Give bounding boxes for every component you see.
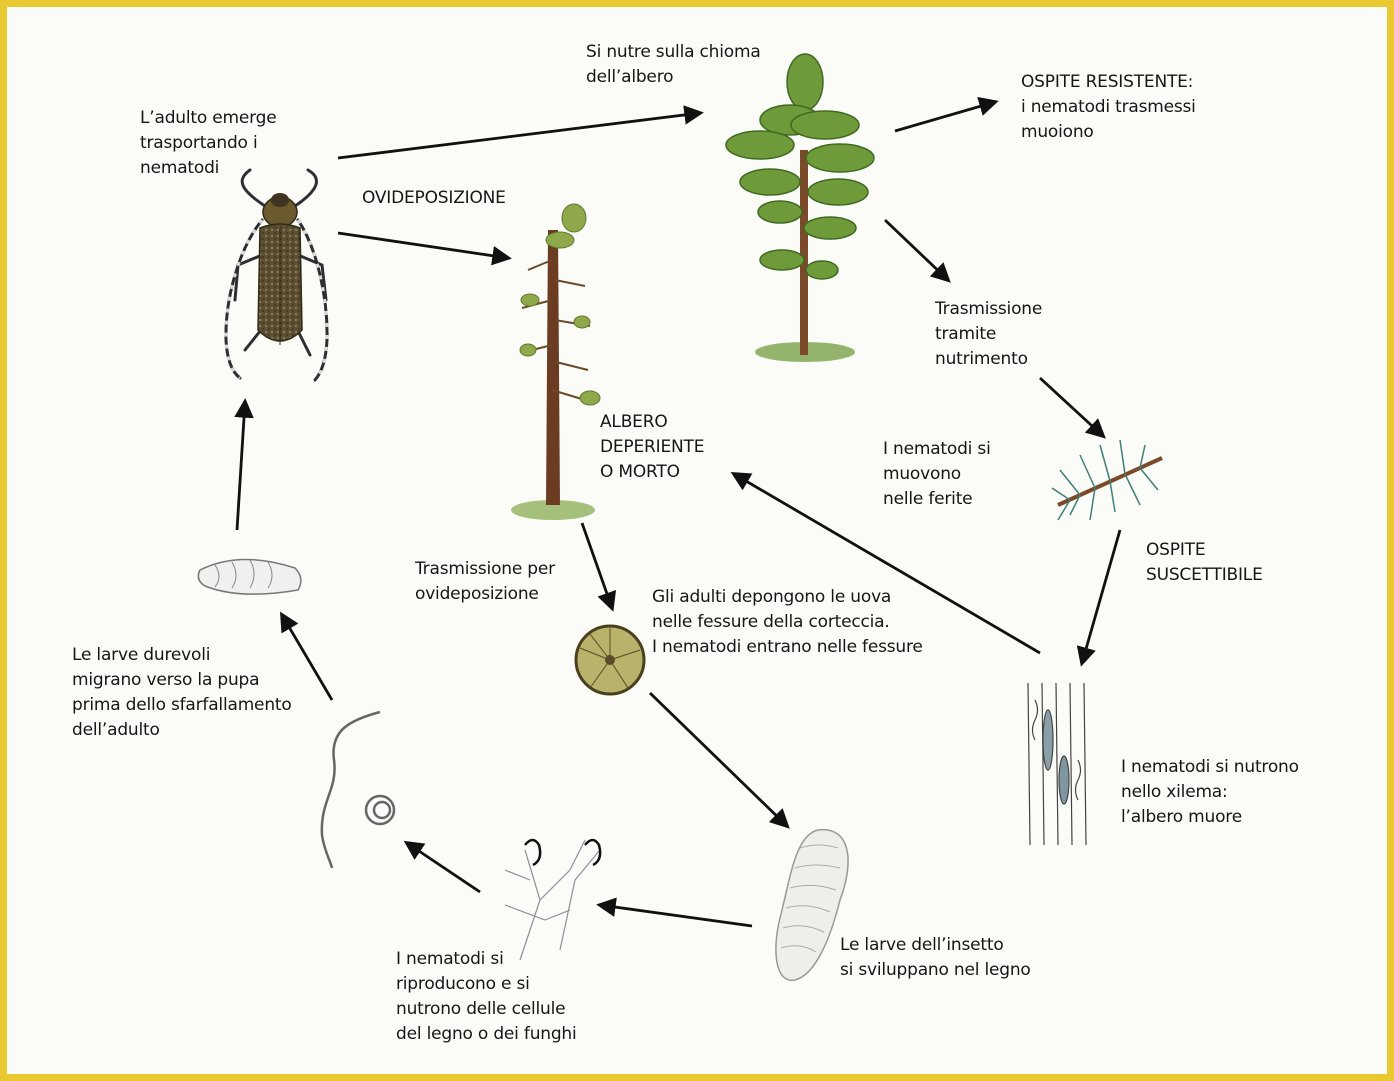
label-insect-larvae: Le larve dell’insetto si sviluppano nel … xyxy=(840,933,1031,983)
pine-tree-icon xyxy=(726,54,874,362)
label-nematodes-reproduce: I nematodi si riproducono e si nutrono d… xyxy=(396,947,577,1047)
label-resistant-host-desc: i nematodi trasmessi muoiono xyxy=(1021,95,1196,145)
arrow-disc-to-larva xyxy=(650,693,787,826)
arrow-beetle-to-tree xyxy=(338,113,700,158)
arrow-twig-to-xylem xyxy=(1082,530,1120,663)
label-susceptible-host: OSPITE SUSCETTIBILE xyxy=(1146,538,1263,588)
label-nematodes-wounds: I nematodi si muovono nelle ferite xyxy=(883,437,991,512)
wood-disc-icon xyxy=(576,626,644,694)
label-feeding-transmission: Trasmissione tramite nutrimento xyxy=(935,297,1042,372)
label-larvae-migrate: Le larve durevoli migrano verso la pupa … xyxy=(72,643,292,743)
arrow-feeding-to-twig xyxy=(1040,378,1103,436)
label-adults-lay-eggs: Gli adulti depongono le uova nelle fessu… xyxy=(652,585,923,660)
coiled-nematode-icon xyxy=(322,712,394,868)
pupa-icon xyxy=(198,559,301,594)
arrow-beetle-to-dying-tree xyxy=(338,233,508,258)
arrow-dying-tree-to-disc xyxy=(582,523,612,608)
label-oviposition: OVIDEPOSIZIONE xyxy=(362,186,506,211)
arrow-tree-to-feeding xyxy=(885,220,948,280)
nematode-fungi-icon xyxy=(505,840,600,960)
label-feeds-crown: Si nutre sulla chioma dell’albero xyxy=(586,40,761,90)
beetle-icon xyxy=(226,170,327,380)
label-oviposition-transmission: Trasmissione per ovideposizione xyxy=(415,557,555,607)
arrow-tree-to-resistant xyxy=(895,102,995,131)
larva-icon xyxy=(776,830,848,981)
arrow-fungi-to-nematode xyxy=(407,843,480,892)
dying-tree-icon xyxy=(511,204,600,520)
arrow-pupa-to-beetle xyxy=(237,402,245,530)
xylem-icon xyxy=(1028,683,1086,845)
label-adult-emerges: L’adulto emerge trasportando i nematodi xyxy=(140,106,276,181)
label-nematodes-xylem: I nematodi si nutrono nello xilema: l’al… xyxy=(1121,755,1299,830)
label-resistant-host: OSPITE RESISTENTE: xyxy=(1021,70,1193,95)
arrow-larva-to-fungi xyxy=(600,905,752,926)
pine-twig-icon xyxy=(1052,440,1162,520)
label-dying-tree: ALBERO DEPERIENTE O MORTO xyxy=(600,410,704,485)
